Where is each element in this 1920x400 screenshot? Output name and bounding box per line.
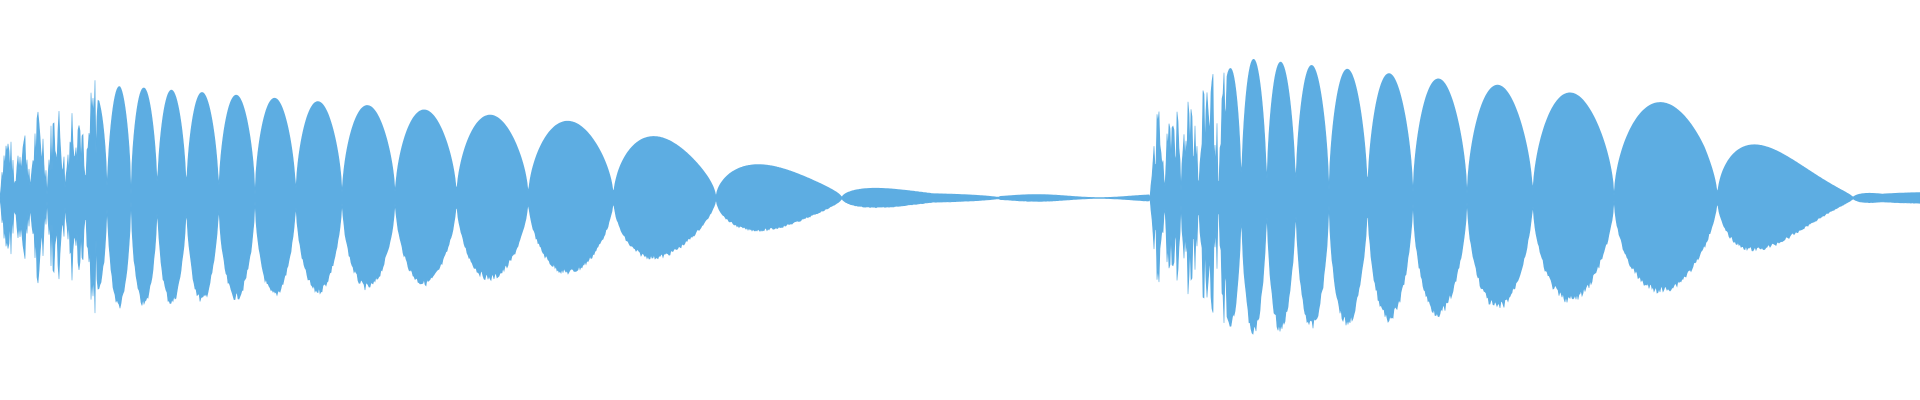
waveform-path — [0, 58, 1920, 335]
